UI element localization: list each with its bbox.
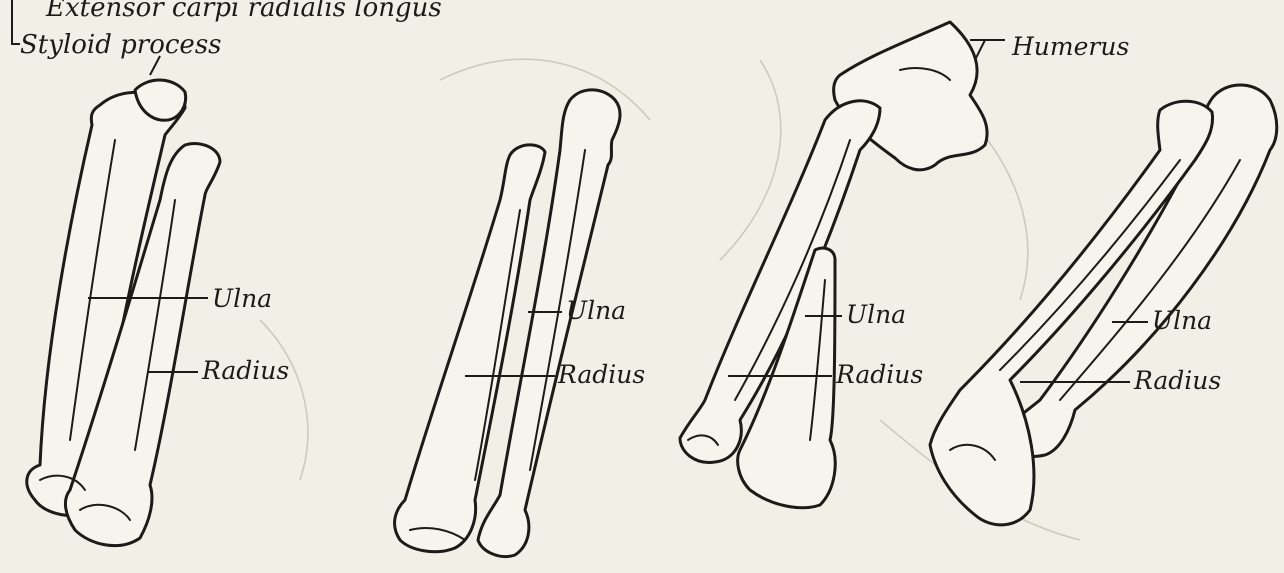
- fig3-label-ulna: Ulna: [846, 302, 906, 327]
- fig4-label-radius: Radius: [1134, 368, 1221, 393]
- figure-1-bones: [27, 80, 220, 546]
- fig2-label-radius: Radius: [558, 362, 645, 387]
- label-extensor-carpi-radialis-longus: Extensor carpi radialis longus: [46, 0, 442, 21]
- fig4-label-ulna: Ulna: [1152, 308, 1212, 333]
- label-styloid-process: Styloid process: [20, 32, 222, 58]
- fig1-label-ulna: Ulna: [212, 286, 272, 311]
- label-humerus: Humerus: [1012, 34, 1129, 59]
- figure-4-bones: [930, 85, 1277, 525]
- bracket-leader-top: [12, 0, 20, 44]
- fig3-label-radius: Radius: [836, 362, 923, 387]
- fig4-ulna-shape: [1000, 85, 1277, 457]
- fig1-label-radius: Radius: [202, 358, 289, 383]
- fig2-label-ulna: Ulna: [566, 298, 626, 323]
